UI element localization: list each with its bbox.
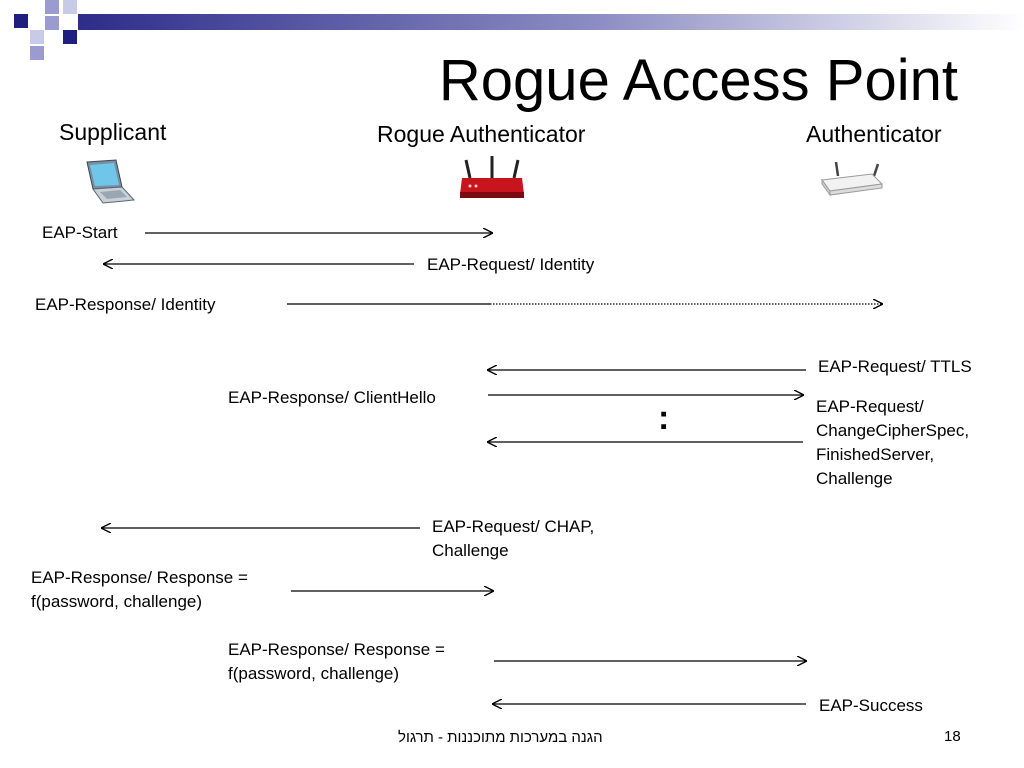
router-icon bbox=[821, 161, 884, 197]
actor-rogue-authenticator: Rogue Authenticator bbox=[377, 121, 586, 147]
header-square bbox=[63, 0, 77, 14]
label-line: EAP-Request/ CHAP, bbox=[432, 517, 595, 536]
header-square bbox=[45, 16, 59, 30]
rogue-router-icon bbox=[460, 156, 524, 198]
label-eap-request-changecipherspec: EAP-Request/ ChangeCipherSpec, FinishedS… bbox=[816, 395, 969, 491]
label-eap-start: EAP-Start bbox=[42, 223, 118, 242]
label-line: EAP-Request/ bbox=[816, 397, 924, 416]
header-square bbox=[45, 0, 59, 14]
label-line: EAP-Response/ Response = bbox=[228, 640, 445, 659]
page-number: 18 bbox=[944, 728, 961, 745]
label-line: f(password, challenge) bbox=[31, 592, 203, 611]
label-line: Challenge bbox=[816, 469, 893, 488]
slide-title: Rogue Access Point bbox=[438, 48, 958, 113]
header-square bbox=[14, 14, 28, 28]
header-square bbox=[30, 46, 44, 60]
label-eap-success: EAP-Success bbox=[819, 696, 923, 715]
header-square bbox=[30, 30, 44, 44]
label-line: FinishedServer, bbox=[816, 445, 935, 464]
header-square bbox=[63, 30, 77, 44]
label-eap-request-chap: EAP-Request/ CHAP, Challenge bbox=[432, 515, 594, 563]
label-eap-response-clienthello: EAP-Response/ ClientHello bbox=[228, 388, 436, 407]
label-line: ChangeCipherSpec, bbox=[816, 421, 970, 440]
header-gradient-band bbox=[78, 14, 1024, 30]
actor-authenticator: Authenticator bbox=[806, 121, 942, 147]
label-line: EAP-Response/ Response = bbox=[31, 568, 248, 587]
header-decoration bbox=[14, 0, 1024, 60]
label-line: Challenge bbox=[432, 541, 509, 560]
label-eap-request-ttls: EAP-Request/ TTLS bbox=[818, 357, 972, 376]
actor-supplicant: Supplicant bbox=[59, 119, 167, 145]
label-eap-response-response-1: EAP-Response/ Response = f(password, cha… bbox=[31, 566, 248, 614]
label-eap-response-identity: EAP-Response/ Identity bbox=[35, 295, 216, 314]
label-eap-response-response-2: EAP-Response/ Response = f(password, cha… bbox=[228, 638, 445, 686]
footer-course-title: הגנה במערכות מתוכננות - תרגול bbox=[398, 729, 603, 746]
label-eap-request-identity: EAP-Request/ Identity bbox=[427, 255, 595, 274]
label-line: f(password, challenge) bbox=[228, 664, 400, 683]
ellipsis-marker: : bbox=[658, 399, 670, 437]
laptop-icon bbox=[86, 159, 136, 204]
